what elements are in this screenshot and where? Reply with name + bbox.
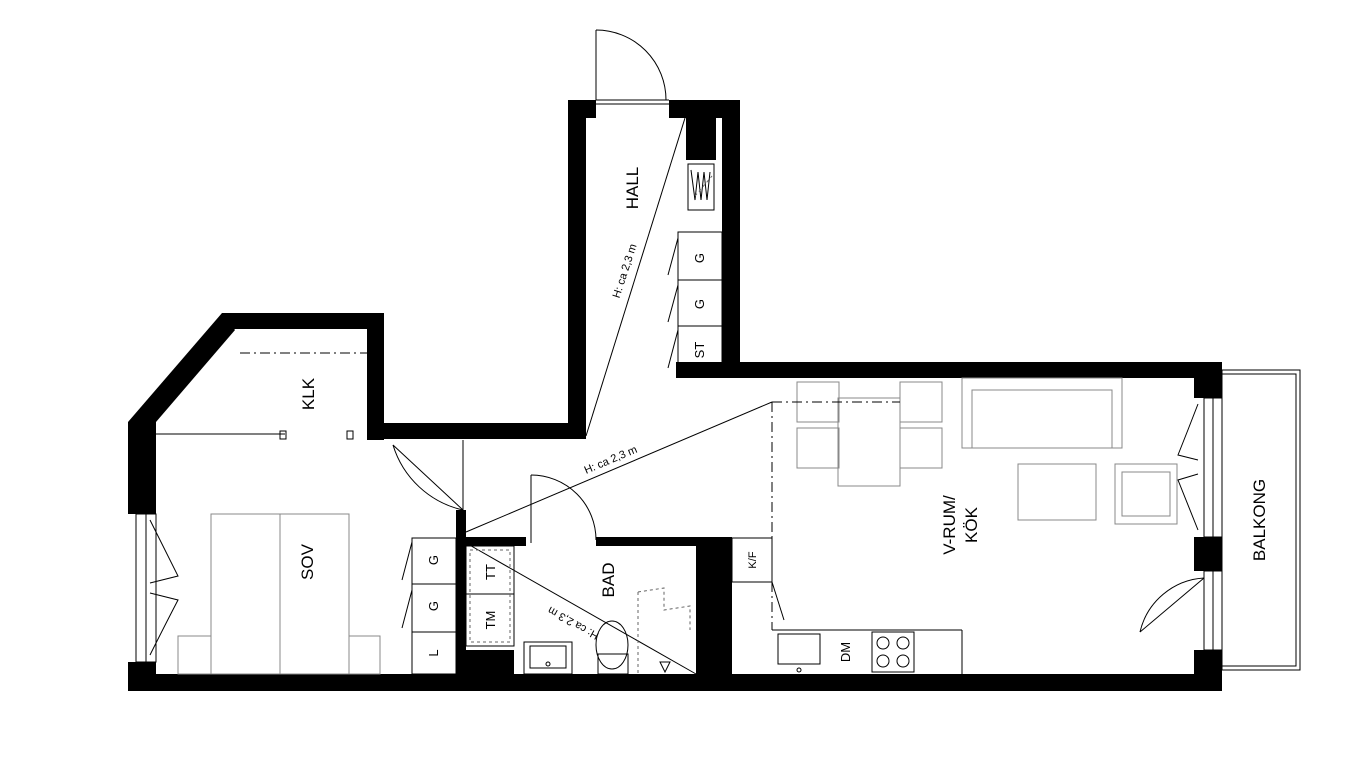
fixture-label-kf: K/F <box>747 551 759 568</box>
balcony <box>1221 369 1301 671</box>
fixture-label-bed-g1: G <box>426 555 441 565</box>
fixture-label-hall-g2: G <box>692 299 707 309</box>
height-lines <box>465 117 773 675</box>
doors <box>156 29 1205 633</box>
room-label-kok: KÖK <box>962 506 981 543</box>
fixture-label-bed-g2: G <box>426 601 441 611</box>
room-label-balkong: BALKONG <box>1250 479 1269 561</box>
room-label-vrum: V-RUM/ <box>940 495 959 555</box>
room-label-hall: HALL <box>623 167 642 210</box>
fixture-label-tm: TM <box>483 611 498 630</box>
height-label-bath: H: ca 2,3 m <box>546 604 601 642</box>
fixture-labels: G G ST G G L TT TM K/F DM <box>426 253 853 662</box>
hall-furniture <box>667 163 723 377</box>
fixture-label-hall-g1: G <box>692 253 707 263</box>
living-furniture <box>731 377 1178 674</box>
height-label-living: H: ca 2,3 m <box>583 444 639 477</box>
room-label-bad: BAD <box>599 563 618 598</box>
bedroom-furniture <box>177 513 457 675</box>
walls <box>128 100 1222 691</box>
height-label-hall: H: ca 2,3 m <box>611 242 640 299</box>
fixture-label-dm: DM <box>838 642 853 662</box>
room-label-sov: SOV <box>298 543 317 580</box>
bathroom-fixtures <box>465 545 691 675</box>
room-labels: HALL KLK SOV BAD V-RUM/ KÖK BALKONG <box>298 167 1269 598</box>
room-label-klk: KLK <box>299 377 318 410</box>
fixture-label-bed-l: L <box>426 649 441 656</box>
height-labels: H: ca 2,3 m H: ca 2,3 m H: ca 2,3 m <box>546 242 640 641</box>
fixture-label-hall-st: ST <box>692 342 707 359</box>
fixture-label-tt: TT <box>483 564 498 580</box>
